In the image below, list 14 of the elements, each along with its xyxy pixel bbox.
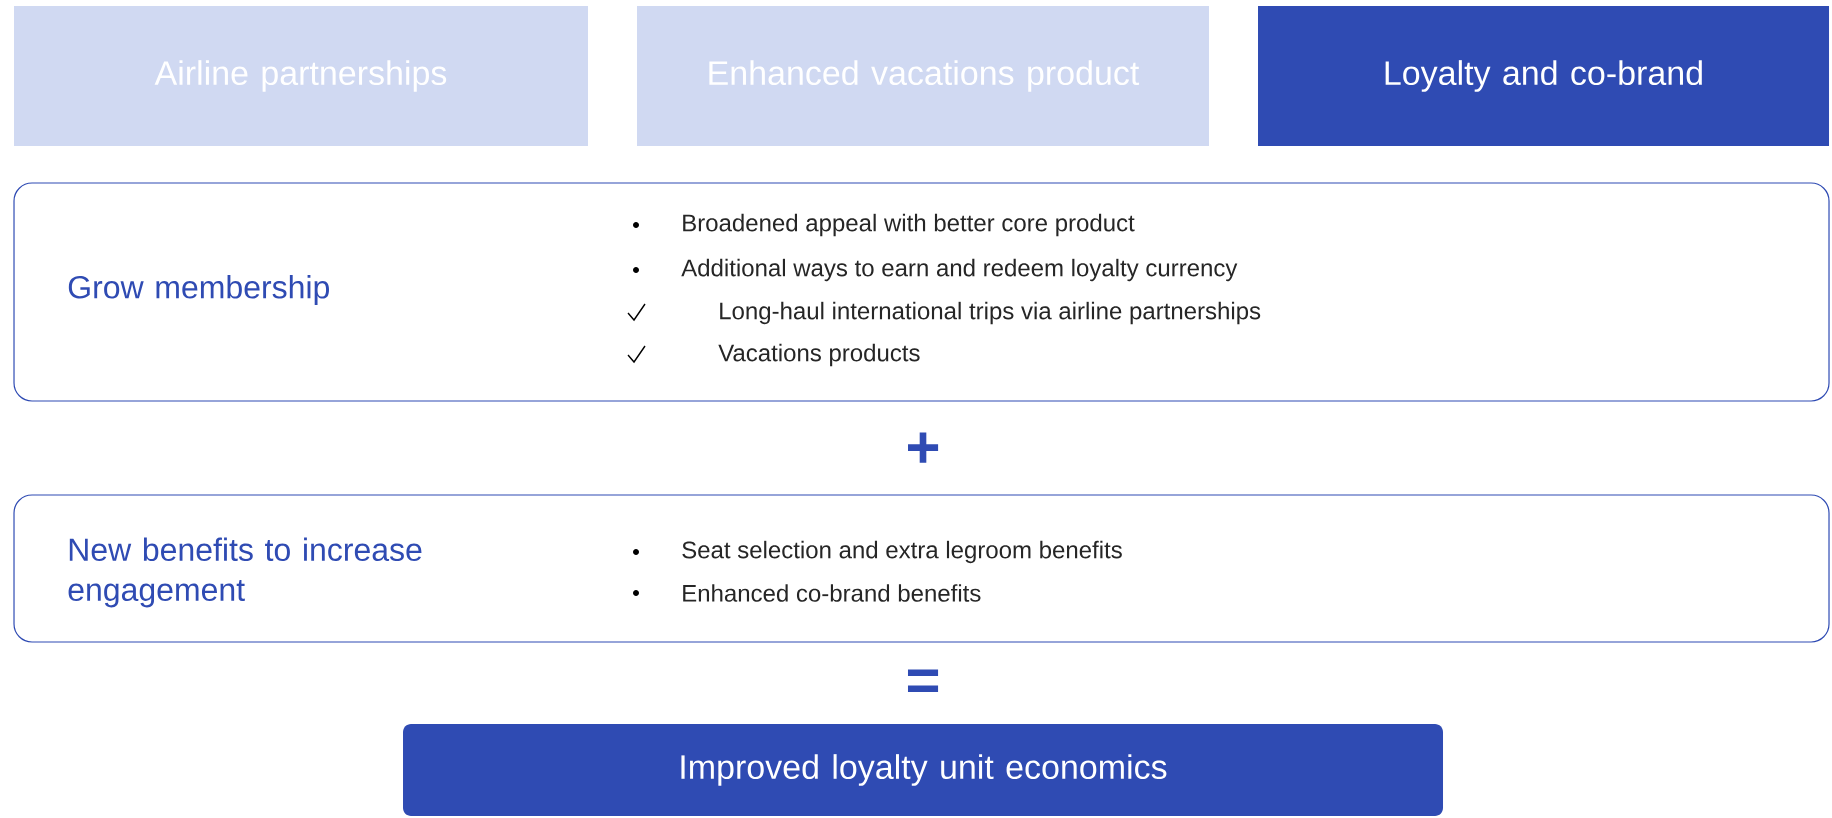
section-heading: New benefits to increase engagement — [68, 537, 422, 608]
equals-sign: = — [908, 669, 939, 693]
bullet-text: Long-haul international trips via airline partnerships — [720, 301, 1261, 325]
bullet-text: Vacations products — [718, 343, 920, 367]
content-box — [13, 182, 1830, 402]
category-tab: Loyalty and co-brand — [1258, 6, 1829, 146]
content-box — [13, 494, 1830, 643]
bullet-text: Broadened appeal with better core product — [683, 213, 1135, 237]
bullet-text: Enhanced co-brand benefits — [683, 584, 981, 602]
bullet-text: Additional ways to earn and redeem loyalty currency — [681, 258, 1238, 282]
section-heading: Grow membership — [68, 275, 329, 305]
plus-sign: + — [908, 432, 939, 463]
result-box: Improved loyalty unit economics — [403, 724, 1443, 816]
bullet-text: Seat selection and extra legroom benefits — [682, 540, 1122, 564]
